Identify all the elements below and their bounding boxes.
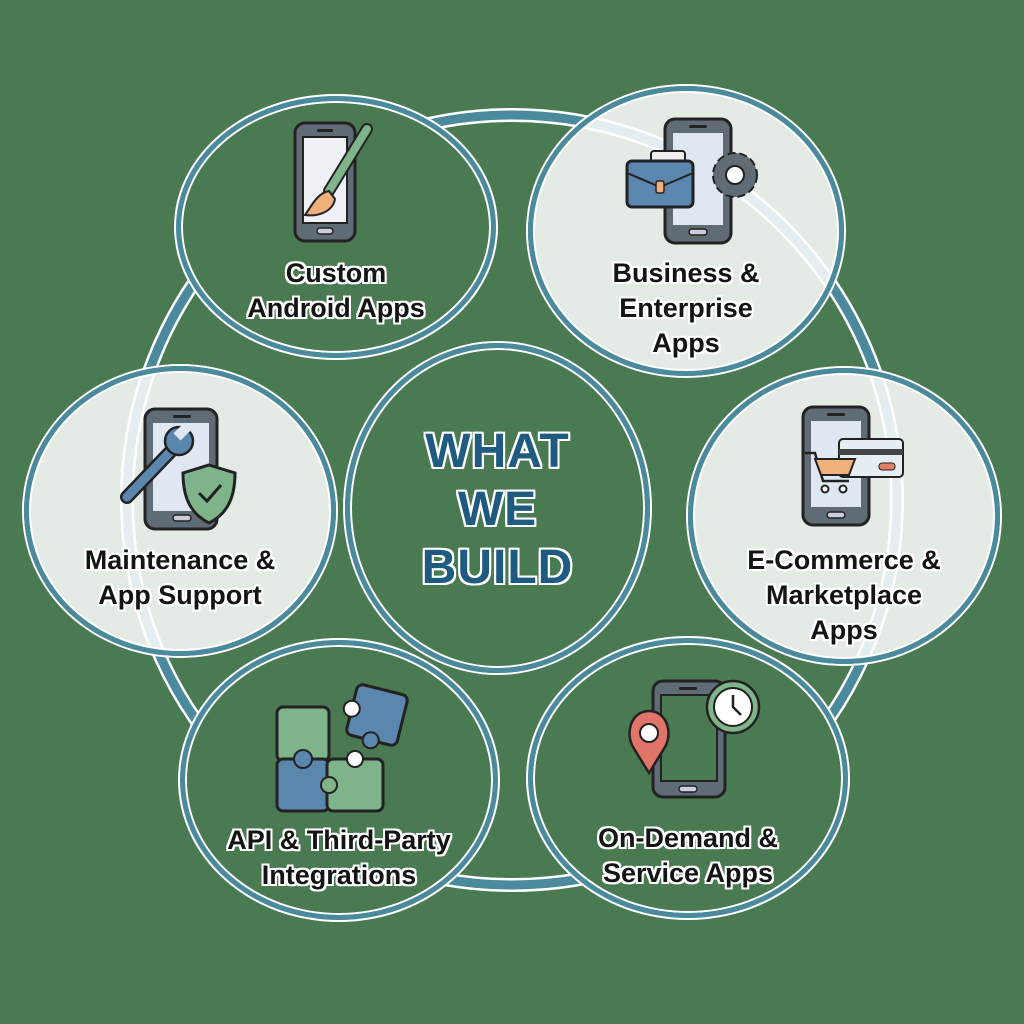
node-custom-android-apps: Custom Android Apps (176, 96, 496, 358)
node-label: Maintenance & App Support (84, 545, 276, 610)
node-maintenance-support: Maintenance & App Support (24, 366, 336, 656)
node-label: On-Demand & Service Apps (597, 823, 778, 888)
node-on-demand-service-apps: On-Demand & Service Apps (528, 638, 848, 918)
phone-wrench-shield-icon (120, 407, 237, 531)
node-label: API & Third-Party Integrations (227, 825, 451, 890)
center-circle: WHAT WE BUILD (345, 343, 650, 673)
node-label: Custom Android Apps (247, 258, 425, 323)
phone-paintbrush-icon (293, 121, 373, 243)
phone-cart-card-icon (801, 405, 904, 527)
node-label: E-Commerce & Marketplace Apps (747, 545, 941, 645)
center-title: WHAT WE BUILD (421, 425, 574, 594)
node-api-integrations: API & Third-Party Integrations (180, 640, 498, 920)
node-label: Business & Enterprise Apps (612, 258, 760, 358)
node-business-enterprise-apps: Business & Enterprise Apps (528, 86, 844, 376)
phone-pin-clock-icon (628, 679, 761, 799)
node-ecommerce-marketplace-apps: E-Commerce & Marketplace Apps (688, 368, 1000, 664)
phone-briefcase-gear-icon (625, 117, 758, 245)
puzzle-pieces-icon (275, 683, 409, 813)
